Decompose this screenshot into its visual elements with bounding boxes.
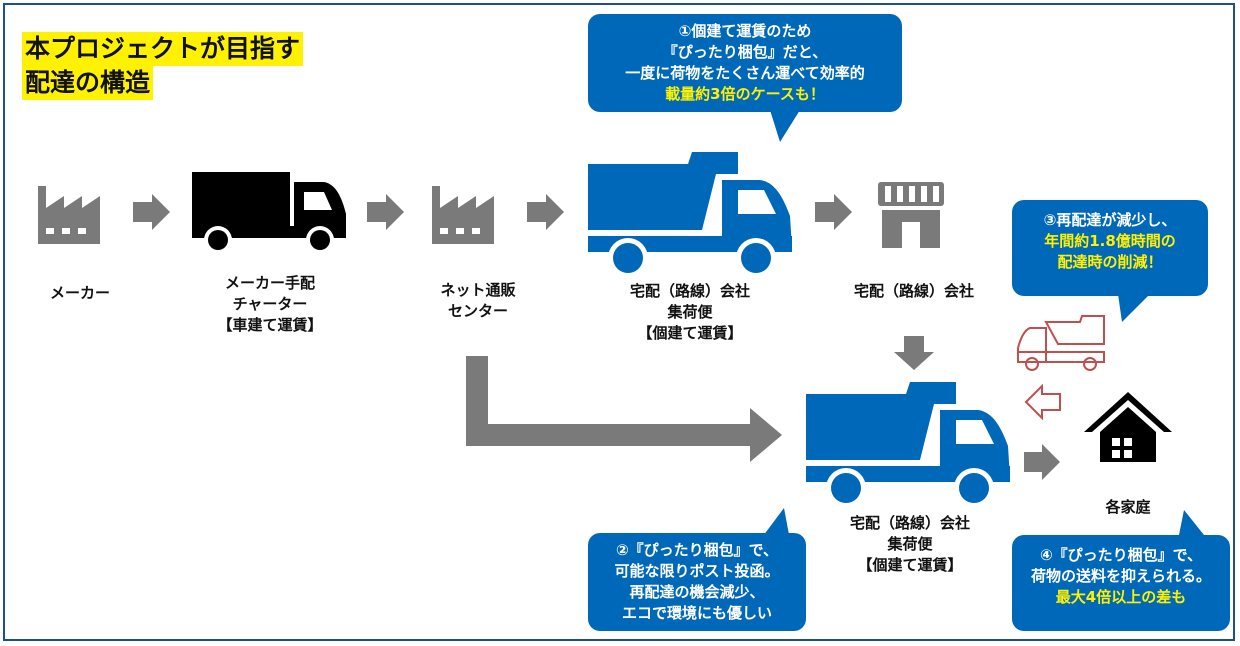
label-home: 各家庭	[1105, 498, 1151, 516]
label-maker: メーカー	[49, 284, 110, 302]
callout-bubble-4: ④『ぴったり梱包』で、 荷物の送料を抑えられる。 最大4倍以上の差も	[1012, 535, 1230, 631]
title-line2: 配達の構造	[22, 66, 154, 100]
title-line1: 本プロジェクトが目指す	[22, 32, 304, 66]
arrow-icon-4	[815, 194, 852, 230]
house-icon	[1084, 392, 1172, 462]
bypass-arrow-icon	[466, 356, 782, 462]
charter-truck-icon	[192, 172, 346, 254]
callout-bubble-3: ③再配達が減少し、 年間約1.8億時間の 配達時の削減！	[1012, 200, 1208, 296]
diagram-frame	[3, 3, 1235, 641]
dump-truck-icon-top	[588, 152, 792, 278]
store-icon	[878, 182, 944, 248]
return-arrow-icon	[1024, 383, 1061, 421]
arrow-icon-3	[527, 194, 564, 230]
label-ec-center: ネット通販 センター	[440, 281, 516, 320]
label-charter: メーカー手配 チャーター 【車建て運賃】	[217, 274, 323, 334]
arrow-icon-home	[1024, 444, 1060, 480]
bubble1-tail	[770, 110, 800, 142]
label-delivery-pickup-bottom: 宅配（路線）会社 集荷便 【個建て運賃】	[849, 514, 970, 574]
factory-icon-ec-center	[432, 186, 494, 244]
bubble4-tail	[1178, 510, 1208, 540]
callout-bubble-1: ①個建て運賃のため 『ぴったり梱包』だと、 一度に荷物をたくさん運べて効率的 載…	[588, 14, 902, 112]
arrow-icon-down	[894, 336, 934, 370]
diagram-title: 本プロジェクトが目指す 配達の構造	[22, 32, 304, 100]
factory-icon-maker	[38, 186, 100, 244]
return-truck-outline-icon	[1017, 315, 1105, 371]
dump-truck-icon-bottom	[806, 382, 1010, 508]
arrow-icon-1	[133, 194, 170, 230]
arrow-icon-2	[367, 194, 404, 230]
label-delivery-store: 宅配（路線）会社	[853, 282, 974, 300]
label-delivery-pickup-top: 宅配（路線）会社 集荷便 【個建て運賃】	[629, 282, 750, 342]
bubble3-tail	[1118, 294, 1150, 322]
bubble2-tail	[760, 508, 790, 540]
callout-bubble-2: ②『ぴったり梱包』で、 可能な限りポスト投函。 再配達の機会減少、 エコで環境に…	[588, 533, 806, 631]
